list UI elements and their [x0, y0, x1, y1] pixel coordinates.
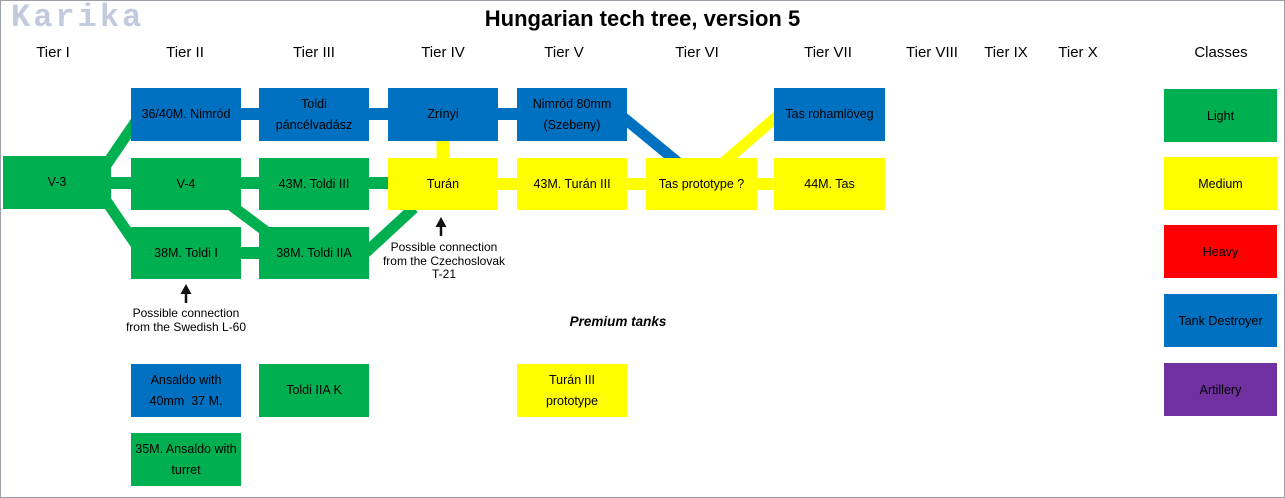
tier-header-7: Tier VII [804, 44, 852, 61]
node-label: 43M. Toldi III [278, 176, 350, 191]
annotation-line: from the Swedish L-60 [125, 319, 247, 334]
node-label: Toldi IIA K [286, 383, 342, 397]
node-turan-iii-43m: 43M. Turán III [517, 158, 627, 210]
annotation-line: Possible connection [132, 306, 240, 320]
tier-header-1: Tier I [36, 44, 70, 61]
edge-nimrod-80mm-szebeny-to-tas-prototype [614, 108, 685, 170]
node-label: 40mm 37 M. [149, 393, 223, 408]
node-label: (Szebeny) [543, 117, 601, 132]
node-turan: Turán [388, 158, 498, 210]
node-tas-44m: 44M. Tas [774, 158, 885, 210]
annotation-line: T-21 [431, 267, 456, 281]
legend-label: Heavy [1202, 244, 1239, 259]
legend-item-medium: Medium [1164, 157, 1277, 210]
tier-header-2: Tier II [166, 44, 204, 61]
node-label: Tas rohamlöveg [785, 107, 874, 121]
node-turan-iii-prototype: Turán III prototype [517, 364, 627, 417]
premium-tanks-label: Premium tanks [569, 314, 667, 329]
node-label: 36/40M. Nimród [141, 107, 231, 121]
node-label: turret [171, 462, 201, 477]
tier-header-5: Tier V [544, 44, 584, 61]
legend-item-artillery: Artillery [1164, 363, 1277, 416]
node-label: Toldi [301, 96, 327, 111]
node-label: Turán III [548, 372, 596, 387]
node-label: Ansaldo with [150, 372, 222, 387]
legend-item-heavy: Heavy [1164, 225, 1277, 278]
node-label: 43M. Turán III [533, 176, 611, 191]
node-toldi-iii-43m: 43M. Toldi III [259, 158, 369, 210]
node-toldi-iia-38m: 38M. Toldi IIA [259, 227, 369, 279]
arrow-icon [180, 284, 192, 294]
tier-header-8: Tier VIII [906, 44, 958, 61]
edge-tas-prototype-to-tas-rohamloveg [719, 107, 786, 168]
node-label: prototype [545, 393, 599, 408]
node-ansaldo-40mm: Ansaldo with 40mm 37 M. [131, 364, 241, 417]
node-toldi-i-38m: 38M. Toldi I [131, 227, 241, 279]
tier-header-4: Tier IV [421, 44, 465, 61]
node-label: V-4 [176, 176, 196, 191]
legend-item-light: Light [1164, 89, 1277, 142]
node-label: Turán [426, 176, 460, 191]
legend-item-tank_destroyer: Tank Destroyer [1164, 294, 1277, 347]
node-v-4: V-4 [131, 158, 241, 210]
tier-header-3: Tier III [293, 44, 335, 61]
node-tas-prototype: Tas prototype ? [646, 158, 757, 210]
node-ansaldo-35m-turret: 35M. Ansaldo with turret [131, 433, 241, 486]
tier-header-9: Tier IX [984, 44, 1028, 61]
node-label: V-3 [47, 175, 67, 189]
node-tas-rohamloveg: Tas rohamlöveg [774, 88, 885, 141]
legend-label: Light [1206, 108, 1235, 123]
classes-header: Classes [1194, 44, 1248, 61]
node-label: páncélvadász [275, 117, 353, 132]
legend-label: Tank Destroyer [1178, 313, 1263, 328]
edge-toldi-iia-38m-to-turan [358, 203, 418, 261]
tier-header-10: Tier X [1058, 44, 1098, 61]
page-title: Hungarian tech tree, version 5 [484, 6, 801, 31]
annotation-line: from the Czechoslovak [382, 253, 506, 268]
node-zrinyi: Zrínyi [388, 88, 498, 141]
legend-label: Medium [1198, 176, 1243, 191]
node-v-3: V-3 [3, 156, 111, 209]
node-nimrod-36-40m: 36/40M. Nimród [131, 88, 241, 141]
node-label: 44M. Tas [804, 176, 855, 191]
tier-header-6: Tier VI [675, 44, 719, 61]
node-nimrod-80mm-szebeny: Nimród 80mm (Szebeny) [517, 88, 627, 141]
karika-logo: Karika [11, 1, 151, 40]
node-label: 38M. Toldi IIA [276, 245, 352, 260]
node-label: 35M. Ansaldo with [135, 441, 237, 456]
legend-label: Artillery [1199, 382, 1242, 397]
node-label: Nimród 80mm [532, 96, 612, 111]
annotation-line: Possible connection [390, 240, 498, 254]
node-label: Tas prototype ? [658, 176, 745, 191]
arrow-icon [435, 217, 447, 227]
node-toldi-pancelvadasz: Toldi páncélvadász [259, 88, 369, 141]
node-label: 38M. Toldi I [154, 245, 218, 260]
node-toldi-iia-k: Toldi IIA K [259, 364, 369, 417]
node-label: Zrínyi [427, 107, 459, 121]
